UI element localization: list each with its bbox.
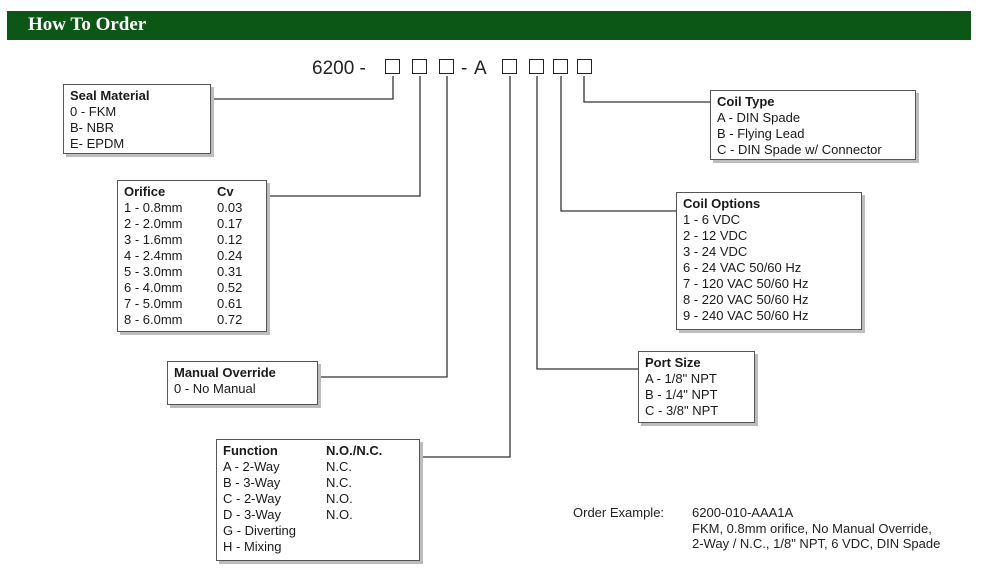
manual-override-title: Manual Override: [174, 365, 276, 380]
code-dash: -: [461, 58, 468, 79]
code-box-orifice: [412, 59, 427, 74]
line-seal-material: [211, 76, 394, 100]
coil-type-title: Coil Type: [717, 94, 775, 109]
coil-options-box: Coil Options 1 - 6 VDC 2 - 12 VDC 3 - 24…: [676, 192, 862, 330]
nonc-value: N.C.: [326, 475, 352, 490]
list-item: 2 - 2.0mm: [124, 216, 183, 231]
line-coil-options: [560, 76, 676, 212]
order-example-text: 6200-010-AAA1A FKM, 0.8mm orifice, No Ma…: [692, 505, 940, 552]
cv-title: Cv: [217, 184, 234, 199]
list-item: B - 3-Way: [223, 475, 281, 490]
list-item: 8 - 220 VAC 50/60 Hz: [683, 292, 809, 307]
list-item: E- EPDM: [70, 136, 125, 151]
list-item: A - 1/8" NPT: [645, 371, 717, 386]
list-item: B - Flying Lead: [717, 126, 805, 141]
nonc-value: N.O.: [326, 507, 353, 522]
list-item: H - Mixing: [223, 539, 282, 554]
function-box: Function N.O./N.C. A - 2-Way B - 3-Way C…: [216, 439, 420, 561]
list-item: B- NBR: [70, 120, 115, 135]
cv-value: 0.61: [217, 296, 243, 311]
list-item: C - 3/8" NPT: [645, 403, 719, 418]
list-item: 9 - 240 VAC 50/60 Hz: [683, 308, 809, 323]
line-port-size: [536, 76, 638, 370]
function-title: Function: [223, 443, 278, 458]
line-orifice: [267, 76, 421, 197]
coil-options-title: Coil Options: [683, 196, 761, 211]
cv-value: 0.72: [217, 312, 243, 327]
list-item: B - 1/4" NPT: [645, 387, 718, 402]
order-example-line: FKM, 0.8mm orifice, No Manual Override,: [692, 520, 932, 536]
code-box-function: [502, 59, 517, 74]
nonc-value: N.O.: [326, 491, 353, 506]
port-size-title: Port Size: [645, 355, 701, 370]
line-coil-type: [583, 76, 710, 103]
list-item: 1 - 6 VDC: [683, 212, 741, 227]
code-prefix: 6200 -: [312, 58, 366, 79]
nonc-column: N.C. N.C. N.O. N.O.: [326, 459, 353, 523]
cv-value: 0.17: [217, 216, 243, 231]
page-title: How To Order: [28, 14, 147, 35]
list-item: 3 - 24 VDC: [683, 244, 748, 259]
cv-column: 0.03 0.17 0.12 0.24 0.31 0.52 0.61 0.72: [217, 200, 242, 328]
list-item: G - Diverting: [223, 523, 296, 538]
list-item: A - DIN Spade: [717, 110, 801, 125]
list-item: 6 - 4.0mm: [124, 280, 183, 295]
port-size-box: Port Size A - 1/8" NPT B - 1/4" NPT C - …: [638, 351, 755, 423]
list-item: 3 - 1.6mm: [124, 232, 183, 247]
list-item: A - 2-Way: [223, 459, 280, 474]
cv-value: 0.12: [217, 232, 243, 247]
header-bar: How To Order: [7, 11, 971, 40]
coil-type-box: Coil Type A - DIN Spade B - Flying Lead …: [710, 90, 916, 160]
order-example-code: 6200-010-AAA1A: [692, 505, 794, 520]
code-box-override: [439, 59, 454, 74]
orifice-box: Orifice Cv 1 - 0.8mm 2 - 2.0mm 3 - 1.6mm…: [117, 180, 267, 332]
list-item: D - 3-Way: [223, 507, 282, 522]
seal-material-box: Seal Material 0 - FKM B- NBR E- EPDM: [63, 84, 211, 154]
list-item: C - 2-Way: [223, 491, 282, 506]
code-box-seal: [385, 59, 400, 74]
cv-value: 0.03: [217, 200, 243, 215]
order-example-label: Order Example:: [573, 505, 665, 520]
list-item: 0 - No Manual: [174, 381, 256, 396]
list-item: 7 - 120 VAC 50/60 Hz: [683, 276, 809, 291]
list-item: 7 - 5.0mm: [124, 296, 183, 311]
orifice-title: Orifice: [124, 184, 166, 199]
manual-override-box: Manual Override 0 - No Manual: [167, 361, 318, 405]
nonc-value: N.C.: [326, 459, 352, 474]
code-box-port: [529, 59, 544, 74]
line-function: [420, 76, 511, 458]
list-item: 1 - 0.8mm: [124, 200, 183, 215]
code-box-coil-option: [553, 59, 568, 74]
seal-material-title: Seal Material: [70, 88, 150, 103]
cv-value: 0.52: [217, 280, 243, 295]
list-item: 6 - 24 VAC 50/60 Hz: [683, 260, 802, 275]
code-box-coil-type: [577, 59, 592, 74]
code-letter: A: [474, 58, 487, 79]
line-manual-override: [318, 76, 448, 378]
list-item: 2 - 12 VDC: [683, 228, 748, 243]
list-item: 4 - 2.4mm: [124, 248, 183, 263]
cv-value: 0.31: [217, 264, 243, 279]
cv-value: 0.24: [217, 248, 243, 263]
list-item: 0 - FKM: [70, 104, 117, 119]
order-example-line: 2-Way / N.C., 1/8" NPT, 6 VDC, DIN Spade: [692, 536, 941, 551]
nonc-title: N.O./N.C.: [326, 443, 383, 458]
list-item: 5 - 3.0mm: [124, 264, 183, 279]
list-item: 8 - 6.0mm: [124, 312, 183, 327]
list-item: C - DIN Spade w/ Connector: [717, 142, 882, 157]
